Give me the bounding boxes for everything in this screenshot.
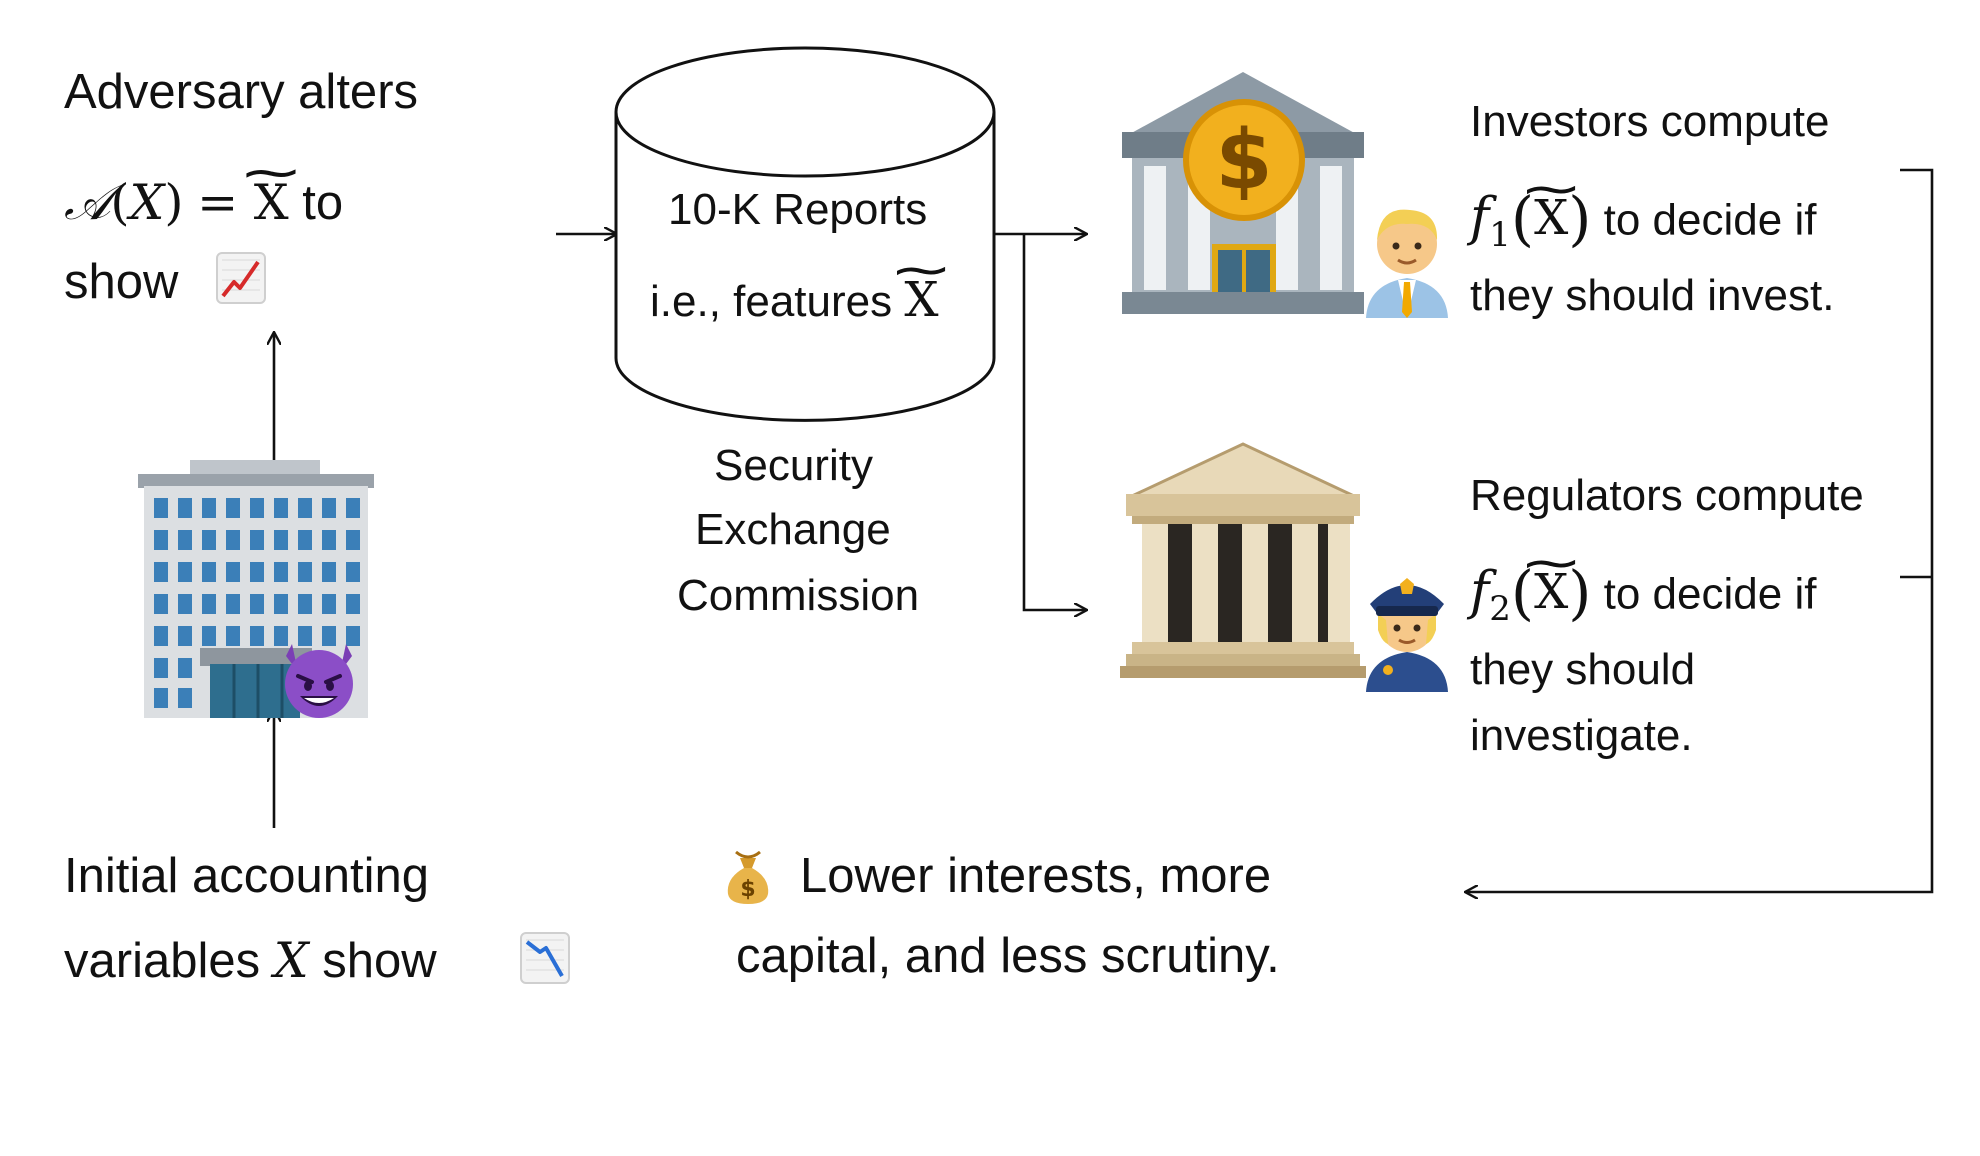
- adversary-x-tilde: X: [254, 178, 289, 227]
- initial-show-word: show: [322, 934, 437, 988]
- regulators-f: f: [1470, 561, 1490, 622]
- initial-heading: Initial accounting: [64, 849, 430, 903]
- regulators-formula-line: f2(X) to decide if: [1470, 564, 1816, 626]
- investors-decide-text: to decide if: [1603, 195, 1817, 245]
- investors-f: f: [1470, 187, 1490, 248]
- man-office-worker-icon: [1366, 209, 1448, 318]
- database-cylinder: [614, 46, 996, 422]
- initial-variables-word: variables: [64, 934, 261, 988]
- svg-text:$: $: [740, 877, 755, 902]
- adversary-var-x: X: [129, 174, 165, 231]
- regulators-conclusion-line2: investigate.: [1470, 711, 1693, 760]
- adversary-heading: Adversary alters: [64, 65, 419, 119]
- regulators-conclusion-line1: they should: [1470, 645, 1696, 694]
- regulators-f-subscript: 2: [1489, 589, 1511, 630]
- database-x-tilde: X: [904, 276, 938, 324]
- database-features-word: i.e., features: [650, 277, 893, 326]
- adversary-function-symbol: 𝒜: [64, 174, 111, 231]
- svg-text:$: $: [1215, 113, 1272, 208]
- arrow-database-to-regulators: [1022, 234, 1086, 610]
- outcome-line2: capital, and less scrutiny.: [736, 929, 1280, 983]
- adversary-show-line: show: [64, 258, 178, 307]
- police-officer-icon: [1366, 578, 1448, 692]
- database-title: 10-K Reports: [668, 185, 928, 234]
- investors-f-subscript: 1: [1489, 215, 1511, 256]
- investors-conclusion: they should invest.: [1470, 271, 1835, 320]
- smiling-devil-icon: [285, 644, 353, 718]
- database-features-line: i.e., features X: [650, 276, 939, 324]
- adversary-show-word: show: [64, 255, 179, 309]
- investors-heading: Investors compute: [1470, 97, 1830, 146]
- adversary-to-word: to: [302, 176, 344, 230]
- chart-increasing-icon: [216, 252, 266, 304]
- outcome-line1: Lower interests, more: [800, 849, 1272, 903]
- regulators-decide-text: to decide if: [1603, 569, 1817, 619]
- sec-caption-line1: Security: [714, 441, 873, 490]
- adversary-formula: 𝒜(X) = X to: [64, 178, 343, 228]
- bank-icon: $: [1122, 72, 1364, 314]
- initial-var-x: X: [273, 932, 309, 989]
- initial-variables-line: variables X show: [64, 936, 437, 986]
- sec-caption-line3: Commission: [677, 571, 920, 620]
- chart-decreasing-icon: [520, 932, 570, 984]
- classical-building-icon: [1120, 442, 1366, 678]
- arrow-decisions-to-outcome: [1466, 168, 1934, 892]
- investors-x-tilde: X: [1534, 194, 1568, 242]
- investors-formula-line: f1(X) to decide if: [1470, 190, 1816, 252]
- regulators-x-tilde: X: [1534, 568, 1568, 616]
- money-bag-icon: $: [727, 850, 769, 904]
- regulators-heading: Regulators compute: [1470, 471, 1864, 520]
- sec-caption-line2: Exchange: [695, 505, 891, 554]
